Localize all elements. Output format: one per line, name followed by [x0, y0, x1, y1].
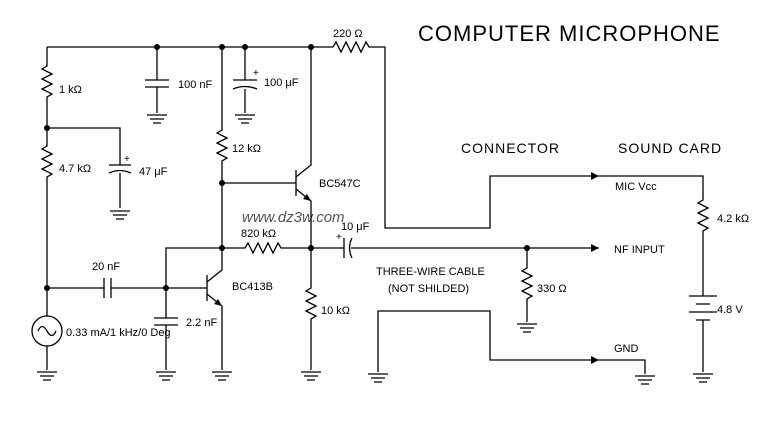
nf-input-label: NF INPUT: [614, 244, 665, 256]
capacitor-10u-label: 10 μF: [341, 221, 370, 233]
svg-text:+: +: [253, 68, 259, 79]
capacitor-20n-label: 20 nF: [92, 261, 120, 273]
resistor-10k-label: 10 kΩ: [321, 305, 350, 317]
capacitor-2n2-label: 2.2 nF: [186, 317, 217, 329]
resistor-820k-label: 820 kΩ: [241, 228, 276, 240]
svg-text:+: +: [336, 232, 342, 243]
resistor-220-ohm-label: 220 Ω: [333, 28, 363, 40]
top-rail: [47, 44, 333, 50]
capacitor-47u-label: 47 μF: [139, 166, 168, 178]
transistor-bc413b-label: BC413B: [232, 281, 273, 293]
resistor-820k: [165, 183, 344, 288]
capacitor-47u: +: [47, 127, 132, 220]
svg-text:+: +: [124, 154, 130, 165]
capacitor-100u-label: 100 μF: [264, 77, 299, 89]
resistor-330-label: 330 Ω: [537, 283, 567, 295]
gnd-label: GND: [614, 343, 639, 355]
pin-arrows: [591, 172, 599, 364]
capacitor-2n2: [154, 288, 178, 381]
cable-label-line1: THREE-WIRE CABLE: [376, 266, 485, 278]
capacitor-100n-label: 100 nF: [178, 79, 213, 91]
resistor-1k-label: 1 kΩ: [59, 84, 82, 96]
current-source-label: 0.33 mA/1 kHz/0 Deg: [66, 327, 171, 339]
watermark: www.dz3w.com: [242, 209, 345, 226]
connector-header: CONNECTOR: [461, 140, 560, 156]
resistor-330: [517, 248, 537, 333]
resistor-10k: [301, 248, 321, 381]
resistor-4k7-label: 4.7 kΩ: [59, 163, 91, 175]
battery-4v8-label: 4.8 V: [717, 304, 743, 316]
resistor-4k7: [40, 128, 54, 291]
mic-vcc-label: MIC Vcc: [615, 181, 657, 193]
resistor-4k2-label: 4.2 kΩ: [717, 213, 749, 225]
capacitor-100u: +: [232, 47, 259, 124]
capacitor-10u: +: [336, 232, 599, 259]
transistor-bc547c-label: BC547C: [319, 178, 361, 190]
sound-card-circuit: [599, 175, 717, 385]
resistor-1k: [40, 47, 54, 131]
transistor-bc413b: [163, 269, 232, 381]
resistor-12k-label: 12 kΩ: [232, 143, 261, 155]
cable-ground-wire: [368, 310, 599, 383]
cable-label-line2: (NOT SHILDED): [388, 283, 469, 295]
capacitor-100n: [145, 47, 169, 124]
resistor-220-ohm: [332, 40, 599, 229]
capacitor-20n: [47, 278, 166, 298]
diagram-title: COMPUTER MICROPHONE: [418, 21, 721, 46]
sound-card-header: SOUND CARD: [618, 140, 722, 156]
current-source: [31, 288, 63, 381]
